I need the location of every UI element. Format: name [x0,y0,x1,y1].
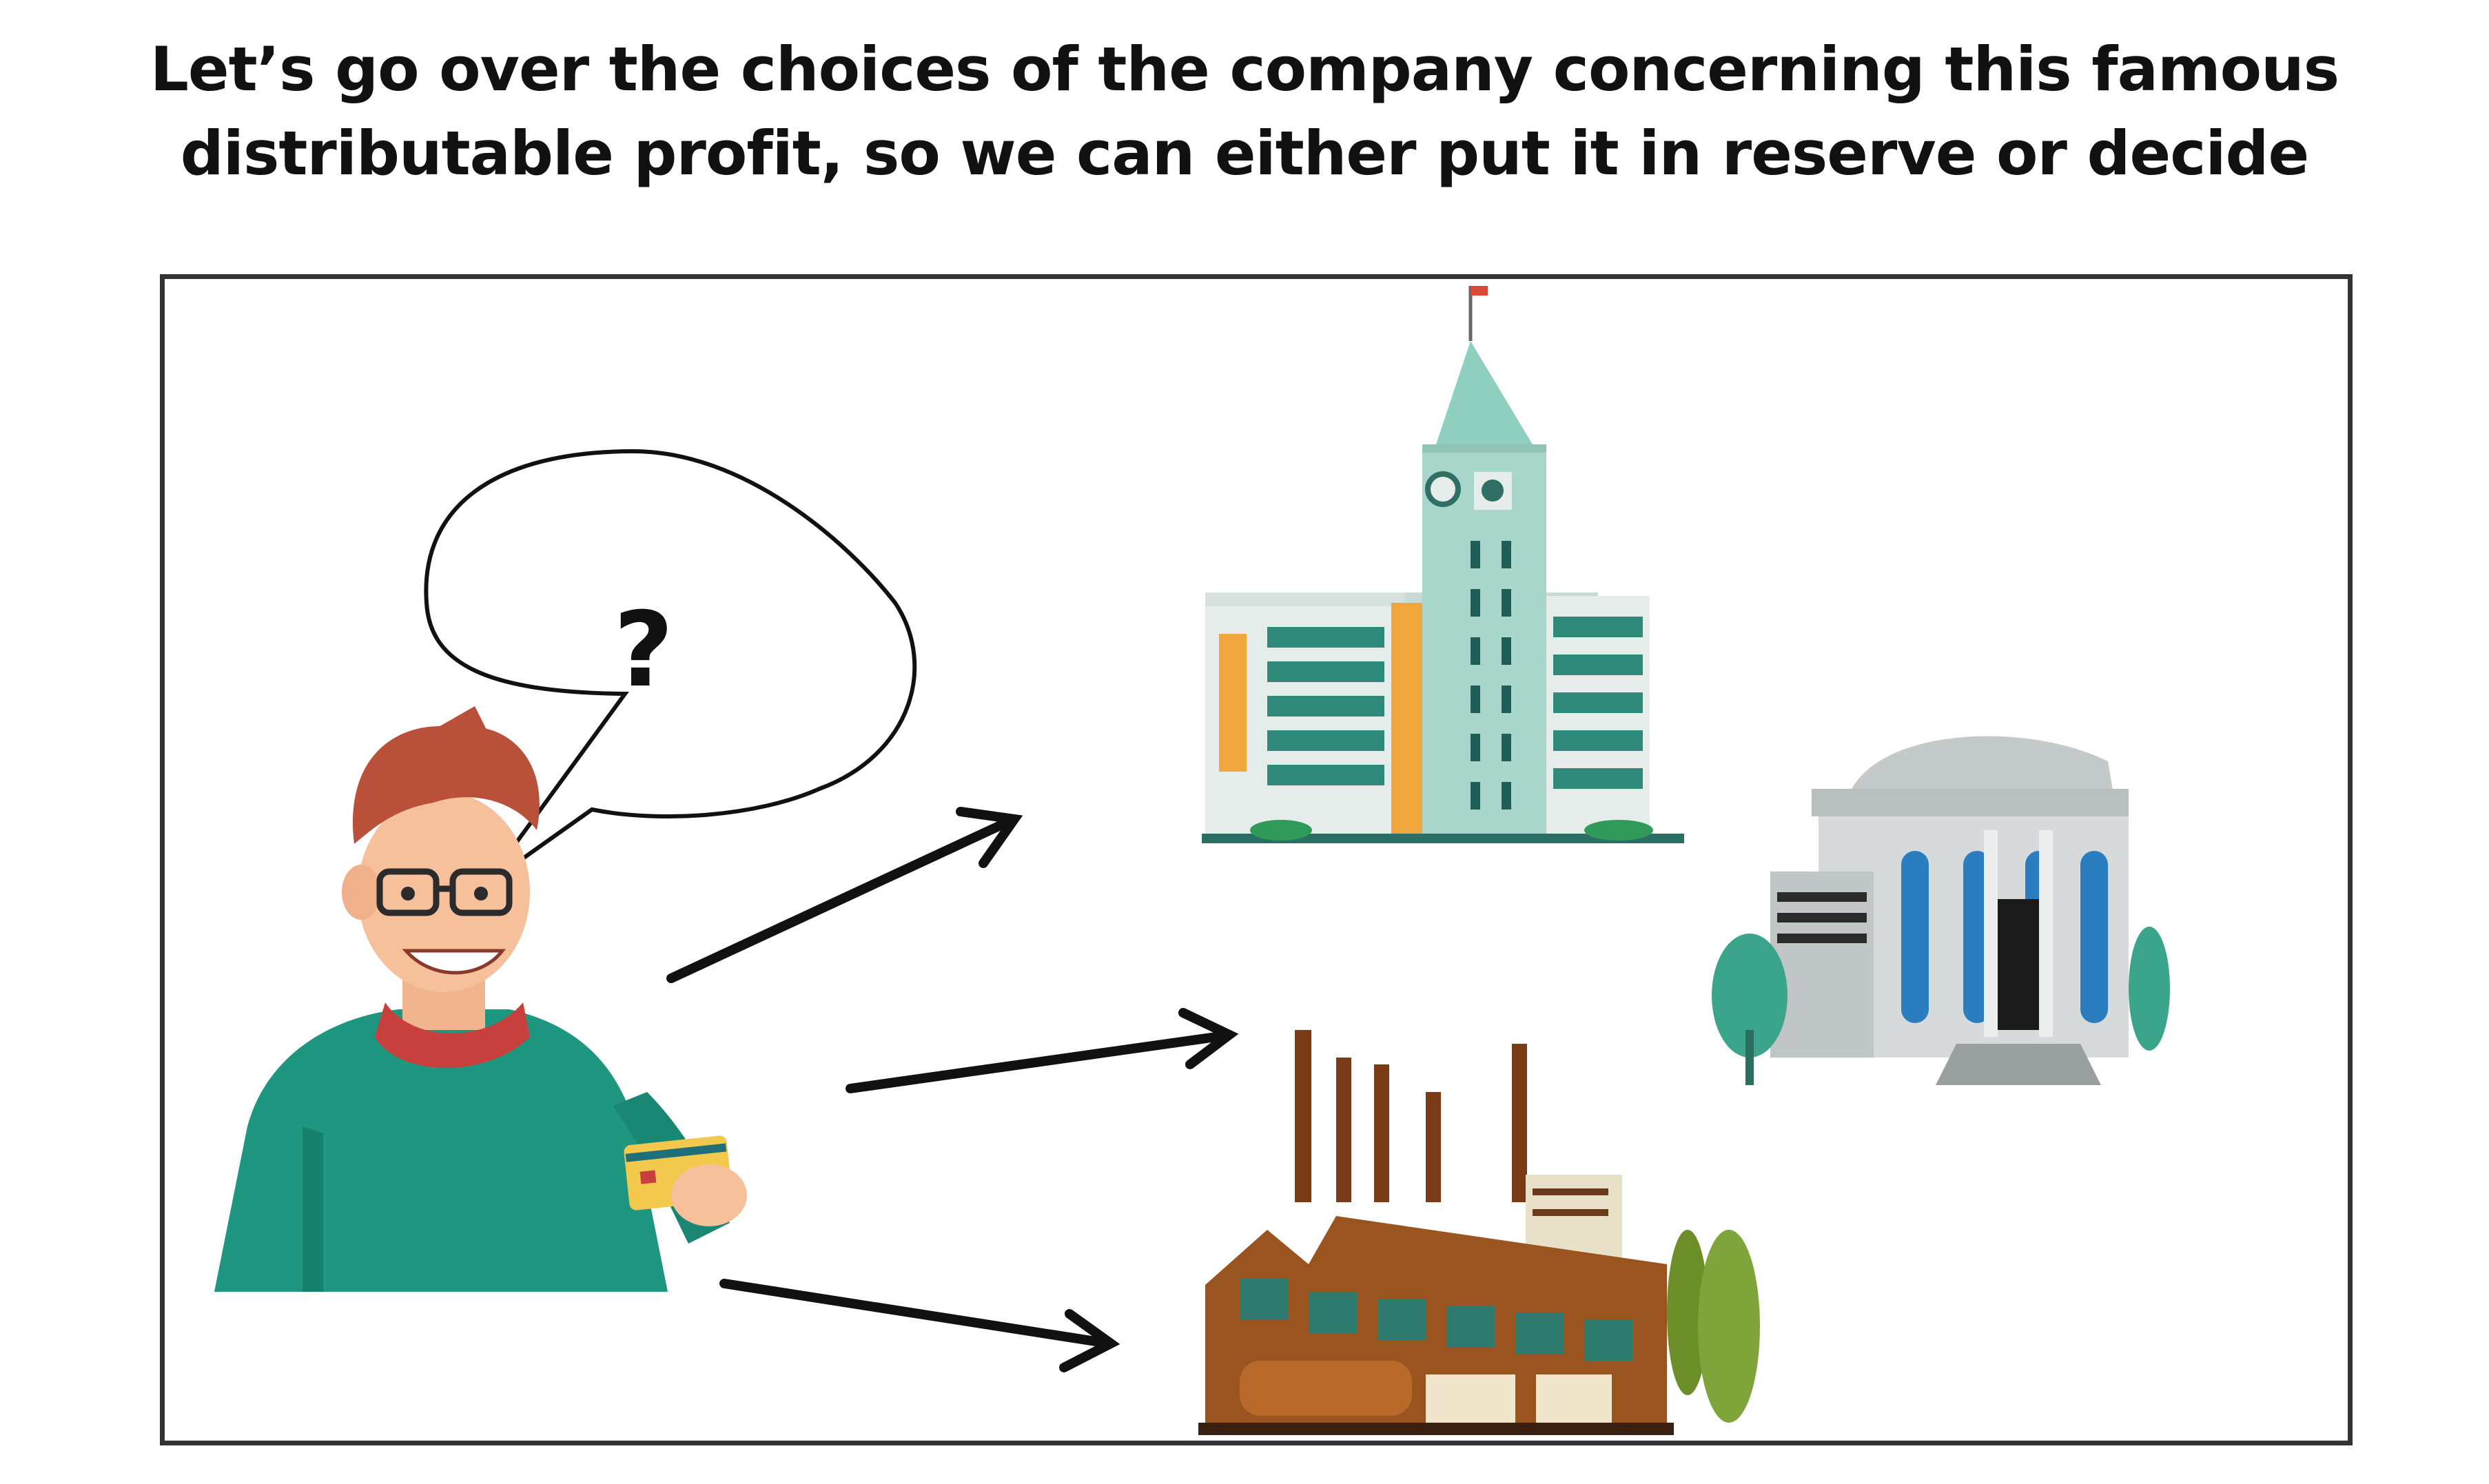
arrows [666,807,1239,1372]
office-building-icon [1202,286,1684,843]
caption-line-1: Let’s go over the choices of the company… [150,34,2339,105]
illustration-frame: ? [160,274,2353,1445]
caption-line-2: distributable profit, so we can either p… [180,118,2309,189]
factory-icon [1198,1030,1760,1435]
person-icon [214,706,747,1292]
bank-building-icon [1712,736,2170,1085]
arrow-to-office-icon [666,807,1023,983]
caption: Let’s go over the choices of the company… [0,28,2489,196]
illustration-canvas: ? [214,286,2170,1435]
arrow-to-bank-icon [846,1008,1239,1093]
arrow-to-factory-icon [719,1279,1120,1372]
question-mark: ? [613,590,673,710]
speech-bubble: ? [424,449,917,887]
